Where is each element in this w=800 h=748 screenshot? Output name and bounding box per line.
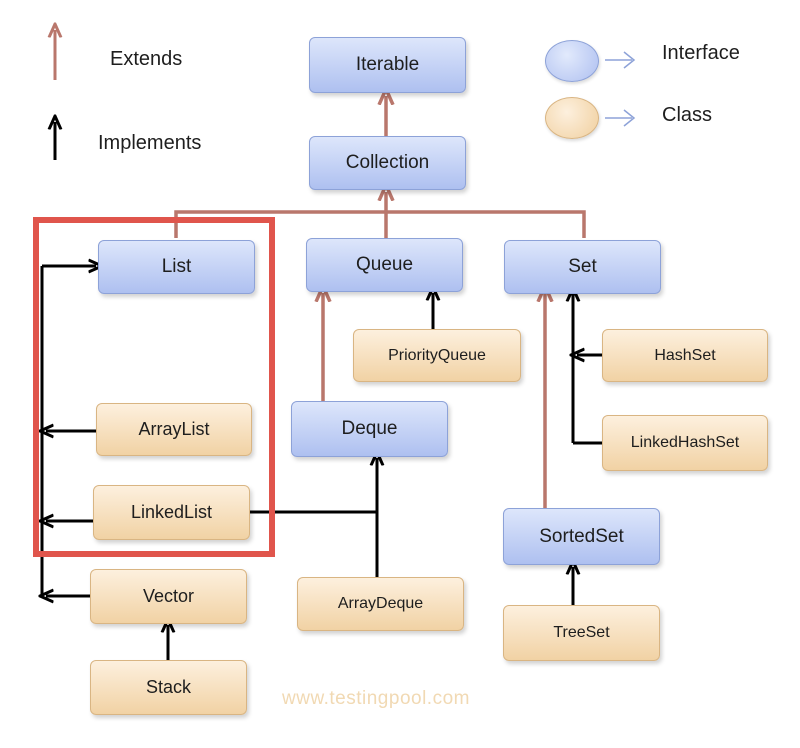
watermark: www.testingpool.com [282,688,470,709]
node-treeset[interactable]: TreeSet [503,605,660,661]
node-arraylist[interactable]: ArrayList [96,403,252,456]
node-deque[interactable]: Deque [291,401,448,457]
node-queue[interactable]: Queue [306,238,463,292]
legend-extends-label: Extends [110,48,183,70]
node-iterable[interactable]: Iterable [309,37,466,93]
node-linkedhashset[interactable]: LinkedHashSet [602,415,768,471]
node-set[interactable]: Set [504,240,661,294]
node-hashset[interactable]: HashSet [602,329,768,382]
legend-implements-label: Implements [98,132,202,154]
node-sortedset[interactable]: SortedSet [503,508,660,565]
legend-class-label: Class [662,104,713,126]
legend-interface-label: Interface [662,42,740,64]
legend-interface-swatch [545,40,599,82]
node-arraydeque[interactable]: ArrayDeque [297,577,464,631]
node-vector[interactable]: Vector [90,569,247,624]
node-priorityqueue[interactable]: PriorityQueue [353,329,521,382]
node-linkedlist[interactable]: LinkedList [93,485,250,540]
node-list[interactable]: List [98,240,255,294]
node-collection[interactable]: Collection [309,136,466,190]
subinterfaces-to-collection-arrow [174,210,586,238]
list-highlight-box [33,217,275,557]
node-stack[interactable]: Stack [90,660,247,715]
legend-class-swatch [545,97,599,139]
